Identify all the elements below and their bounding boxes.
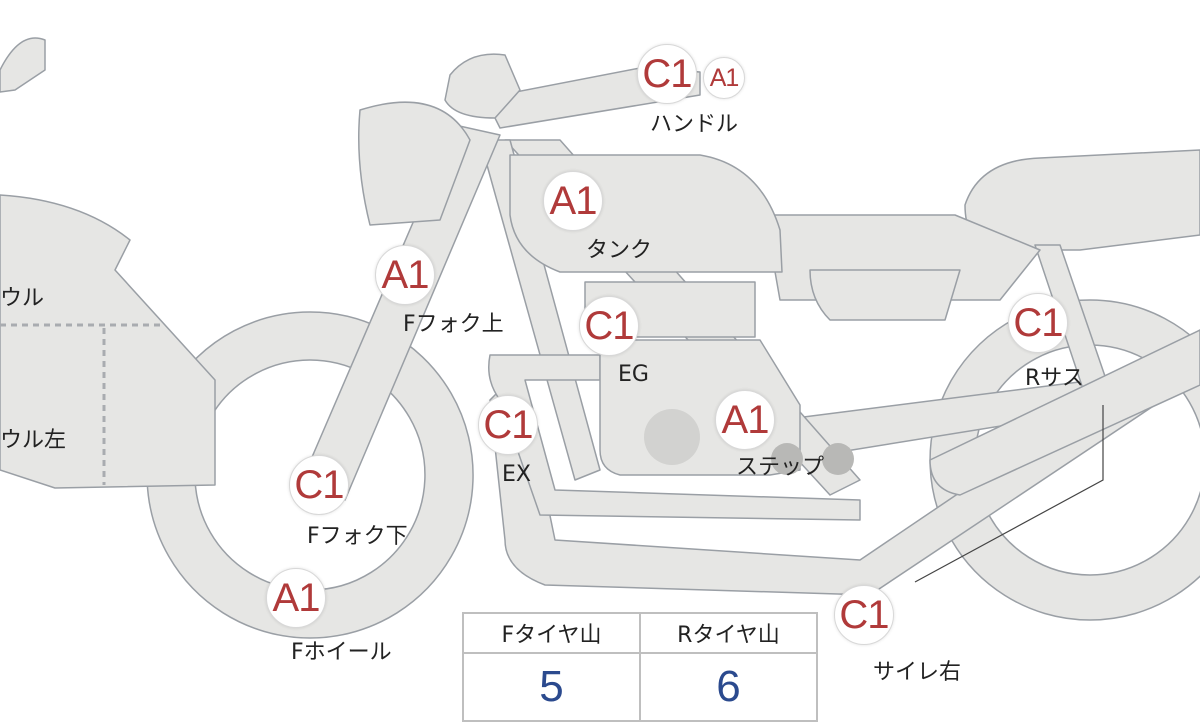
badge-eg[interactable]: C1 bbox=[579, 296, 639, 356]
badge-ffork-upper[interactable]: A1 bbox=[375, 245, 435, 305]
badge-ex[interactable]: C1 bbox=[478, 395, 538, 455]
headlight bbox=[358, 101, 471, 226]
rear-tread-value[interactable]: 6 bbox=[639, 652, 818, 722]
label-cowl: カウル bbox=[0, 286, 45, 311]
exhaust-lower bbox=[489, 329, 1200, 596]
front-tread-value[interactable]: 5 bbox=[462, 652, 641, 722]
label-ex: EX bbox=[502, 462, 531, 487]
label-cowl-left: カウル左 bbox=[0, 428, 67, 453]
label-silencer: サイレ右 bbox=[873, 660, 962, 685]
badge-step[interactable]: A1 bbox=[715, 390, 775, 450]
engine-cover bbox=[644, 409, 700, 465]
label-r-sus: Rサス bbox=[1025, 366, 1084, 391]
cowl-top bbox=[0, 37, 46, 93]
label-eg: EG bbox=[618, 362, 649, 387]
badge-fwheel[interactable]: A1 bbox=[266, 568, 326, 628]
cowl bbox=[0, 194, 216, 489]
step-peg-left bbox=[771, 443, 803, 475]
silencer-leader bbox=[914, 405, 1104, 583]
front-tread-header: Fタイヤ山 bbox=[462, 612, 641, 654]
step-peg-right bbox=[822, 443, 854, 475]
silencer bbox=[929, 329, 1200, 496]
label-tank: タンク bbox=[586, 238, 653, 263]
rear-tread-header: Rタイヤ山 bbox=[639, 612, 818, 654]
tire-tread-table: Fタイヤ山 Rタイヤ山 5 6 bbox=[462, 612, 818, 722]
badge-silencer[interactable]: C1 bbox=[834, 585, 894, 645]
label-ffork-upper: Fフォク上 bbox=[403, 312, 504, 337]
badge-ffork-lower[interactable]: C1 bbox=[289, 455, 349, 515]
badge-r-sus[interactable]: C1 bbox=[1008, 293, 1068, 353]
label-step: ステップ bbox=[736, 455, 825, 480]
rear-wheel bbox=[929, 299, 1200, 621]
badge-handle-a1[interactable]: A1 bbox=[703, 57, 745, 99]
label-fwheel: Fホイール bbox=[291, 640, 392, 665]
badge-handle-c1[interactable]: C1 bbox=[637, 44, 697, 104]
meter bbox=[444, 53, 521, 119]
label-ffork-lower: Fフォク下 bbox=[307, 524, 408, 549]
label-handle: ハンドル bbox=[650, 112, 739, 137]
rear-fender bbox=[809, 269, 961, 321]
badge-tank[interactable]: A1 bbox=[543, 171, 603, 231]
